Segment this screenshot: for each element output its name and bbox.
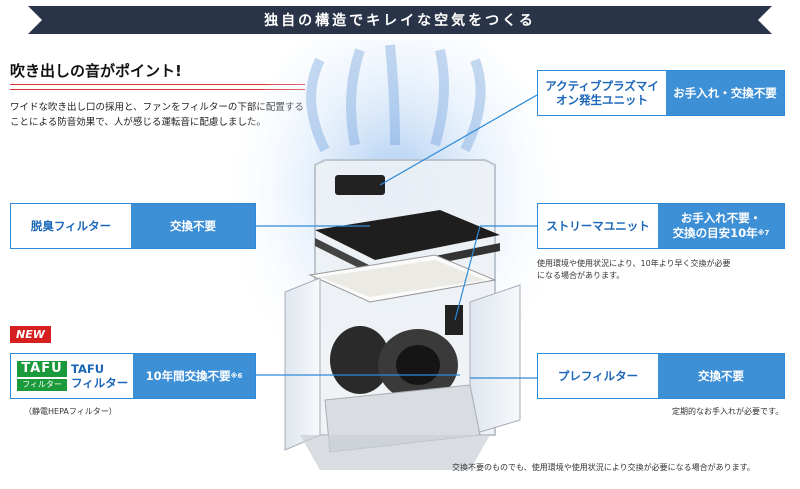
tafu-logo: TAFU フィルター bbox=[17, 361, 67, 391]
streamer-status-line1: お手入れ不要・ bbox=[680, 211, 762, 225]
tafu-status-text: 10年間交換不要 bbox=[145, 368, 231, 383]
tafu-logo-bottom: フィルター bbox=[17, 377, 67, 391]
prefilter-name: プレフィルター bbox=[557, 369, 639, 383]
headline: 吹き出しの音がポイント! bbox=[10, 62, 182, 80]
banner-title: 独自の構造でキレイな空気をつくる bbox=[264, 13, 536, 29]
air-purifier-illustration bbox=[230, 40, 560, 470]
description: ワイドな吹き出し口の採用と、ファンをフィルターの下部に配置することによる防音効果… bbox=[10, 102, 304, 128]
prefilter-note: 定期的なお手入れが必要です。 bbox=[672, 407, 784, 416]
tafu-filter-label: TAFU フィルター TAFU フィルター 10年間交換不要※6 bbox=[10, 353, 256, 399]
tafu-note: （静電HEPAフィルター） bbox=[24, 407, 117, 416]
streamer-unit-status: お手入れ不要・ 交換の目安10年※7 bbox=[658, 204, 784, 248]
streamer-status-text: 交換の目安10年 bbox=[672, 226, 758, 240]
streamer-status-line2: 交換の目安10年※7 bbox=[673, 226, 770, 241]
streamer-status-footnote: ※7 bbox=[757, 229, 770, 237]
plasma-ion-unit-label: アクティブプラズマイオン発生ユニット お手入れ・交換不要 bbox=[537, 70, 785, 116]
prefilter-label: プレフィルター 交換不要 bbox=[537, 353, 785, 399]
new-badge: NEW bbox=[10, 326, 51, 343]
tafu-logo-top: TAFU bbox=[17, 361, 67, 377]
tafu-status-footnote: ※6 bbox=[230, 371, 243, 380]
headline-rule bbox=[10, 84, 305, 90]
plasma-ion-unit-name: アクティブプラズマイオン発生ユニット bbox=[545, 79, 659, 107]
streamer-unit-name: ストリーマユニット bbox=[546, 219, 650, 233]
streamer-note: 使用環境や使用状況により、10年より早く交換が必要になる場合があります。 bbox=[537, 259, 731, 280]
plasma-ion-unit-status: お手入れ・交換不要 bbox=[666, 71, 784, 115]
deodorizer-filter-status: 交換不要 bbox=[131, 204, 255, 248]
title-banner: 独自の構造でキレイな空気をつくる bbox=[28, 6, 772, 34]
tafu-filter-name-line2: フィルター bbox=[71, 376, 129, 390]
footer-note: 交換不要のものでも、使用環境や使用状況により交換が必要になる場合があります。 bbox=[452, 463, 755, 472]
streamer-unit-label: ストリーマユニット お手入れ不要・ 交換の目安10年※7 bbox=[537, 203, 785, 249]
deodorizer-filter-name: 脱臭フィルター bbox=[30, 219, 112, 233]
tafu-filter-name: TAFU フィルター bbox=[71, 354, 133, 398]
tafu-filter-status: 10年間交換不要※6 bbox=[133, 354, 255, 398]
deodorizer-filter-label: 脱臭フィルター 交換不要 bbox=[10, 203, 256, 249]
tafu-filter-name-line1: TAFU bbox=[71, 362, 105, 376]
prefilter-status: 交換不要 bbox=[658, 354, 784, 398]
